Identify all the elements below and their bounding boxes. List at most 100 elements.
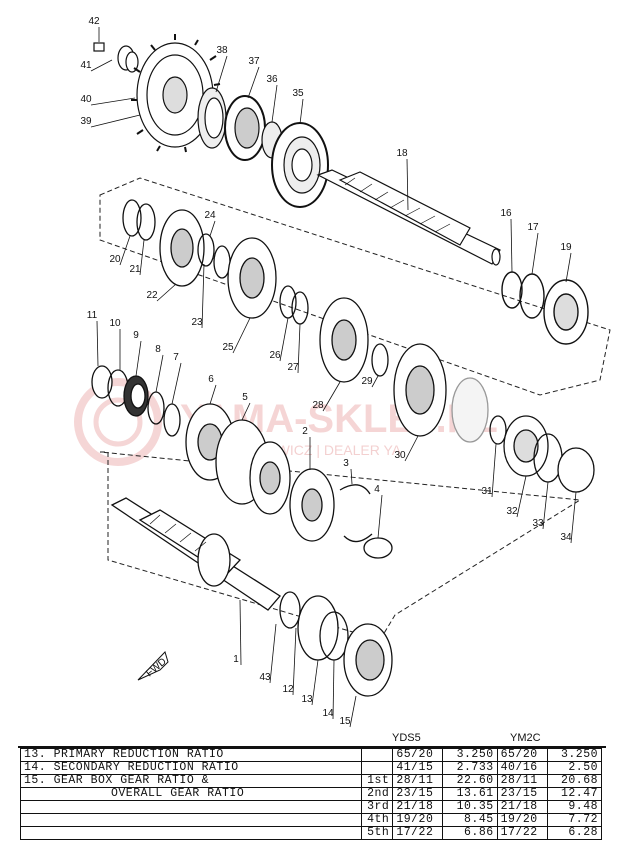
part-number-label: 5 bbox=[242, 392, 248, 403]
ym2c-ratio-value: 12.47 bbox=[546, 787, 603, 801]
part-number-label: 36 bbox=[266, 74, 278, 85]
leader-line bbox=[292, 627, 297, 696]
part-number-label: 35 bbox=[292, 88, 304, 99]
ydS5-teeth-ratio: 17/22 bbox=[392, 826, 444, 840]
part-number-labels: 4241403938373635181617192021222423252627… bbox=[80, 16, 572, 727]
part-number-label: 14 bbox=[322, 708, 334, 719]
part-number-label: 13 bbox=[301, 694, 313, 705]
leader-line bbox=[297, 323, 301, 374]
sprocket-assembly bbox=[93, 34, 329, 208]
leader-line bbox=[215, 55, 228, 93]
part-number-label: 1 bbox=[233, 654, 239, 665]
part-number-label: 27 bbox=[287, 362, 299, 373]
part-number-label: 3 bbox=[343, 458, 349, 469]
leader-line bbox=[565, 252, 572, 283]
leader-line bbox=[531, 232, 539, 275]
part-number-label: 20 bbox=[109, 254, 121, 265]
part-number-label: 39 bbox=[80, 116, 92, 127]
part-number-label: 38 bbox=[216, 45, 228, 56]
part-number-label: 37 bbox=[248, 56, 260, 67]
leader-line bbox=[171, 362, 182, 405]
part-number-label: 11 bbox=[87, 310, 98, 321]
ydS5-ratio-value: 8.45 bbox=[442, 813, 498, 827]
leader-line bbox=[209, 384, 217, 405]
part-number-label: 29 bbox=[361, 376, 373, 387]
ydS5-teeth-ratio: 21/18 bbox=[392, 800, 444, 814]
part-number-label: 16 bbox=[500, 208, 512, 219]
leader-line bbox=[90, 97, 136, 106]
part-number-label: 7 bbox=[173, 352, 179, 363]
row-description bbox=[20, 800, 362, 814]
ydS5-ratio-value: 6.86 bbox=[442, 826, 498, 840]
part-number-label: 6 bbox=[208, 374, 214, 385]
drive-sprocket bbox=[131, 34, 221, 153]
leader-line bbox=[279, 317, 289, 362]
leader-line bbox=[510, 218, 513, 273]
leader-line bbox=[404, 435, 419, 462]
ydS5-teeth-ratio: 41/15 bbox=[392, 761, 444, 775]
leader-line bbox=[90, 59, 113, 72]
leader-line bbox=[570, 491, 577, 544]
group-outlines bbox=[99, 177, 611, 641]
row-description bbox=[20, 826, 362, 840]
ym2c-ratio-value: 7.72 bbox=[546, 813, 603, 827]
ym2c-teeth-ratio: 65/20 bbox=[496, 748, 548, 762]
leader-line bbox=[119, 235, 131, 266]
part-number-label: 26 bbox=[269, 350, 281, 361]
leader-line bbox=[377, 494, 383, 539]
main-axle-gears bbox=[91, 365, 335, 542]
leader-line bbox=[299, 98, 304, 125]
leader-line bbox=[139, 239, 145, 276]
leader-line bbox=[201, 263, 205, 329]
exploded-transmission-diagram: YAMA-SKLEP.PL MICHOWICZ | DEALER YA bbox=[74, 16, 611, 728]
ydS5-ratio-value: 2.733 bbox=[442, 761, 498, 775]
part-number-label: 15 bbox=[339, 716, 351, 727]
ym2c-teeth-ratio: 21/18 bbox=[496, 800, 548, 814]
nut-part-42 bbox=[93, 42, 105, 52]
leader-line bbox=[239, 599, 242, 666]
part-number-label: 9 bbox=[133, 330, 139, 341]
leader-line bbox=[406, 158, 409, 211]
main-axle-end-parts bbox=[489, 415, 595, 493]
table-top-border bbox=[18, 746, 606, 748]
row-description: 13. PRIMARY REDUCTION RATIO bbox=[20, 748, 362, 762]
ym2c-ratio-value: 9.48 bbox=[546, 800, 603, 814]
row-gear-position: 3rd bbox=[360, 800, 394, 814]
circlips bbox=[339, 484, 393, 559]
ydS5-teeth-ratio: 19/20 bbox=[392, 813, 444, 827]
main-axle bbox=[110, 497, 281, 611]
part-number-label: 21 bbox=[129, 264, 141, 275]
ym2c-ratio-value: 6.28 bbox=[546, 826, 603, 840]
leader-line bbox=[90, 114, 141, 128]
row-gear-position: 1st bbox=[360, 774, 394, 788]
leader-line bbox=[542, 481, 549, 530]
leader-line bbox=[247, 66, 260, 99]
part-number-label: 8 bbox=[155, 344, 161, 355]
fwd-arrow-icon: FWD bbox=[137, 651, 169, 681]
leader-line bbox=[209, 220, 216, 237]
row-gear-position: 4th bbox=[360, 813, 394, 827]
part-number-label: 34 bbox=[560, 532, 572, 543]
leader-line bbox=[156, 283, 177, 302]
part-number-label: 17 bbox=[527, 222, 539, 233]
ydS5-ratio-value: 22.60 bbox=[442, 774, 498, 788]
ym2c-teeth-ratio: 23/15 bbox=[496, 787, 548, 801]
part-number-label: 10 bbox=[109, 318, 121, 329]
leader-line bbox=[491, 443, 497, 498]
leader-line bbox=[241, 402, 251, 421]
part-number-label: 18 bbox=[396, 148, 408, 159]
ym2c-teeth-ratio: 19/20 bbox=[496, 813, 548, 827]
leader-line bbox=[232, 317, 251, 354]
leader-line bbox=[271, 84, 278, 123]
part-number-label: 28 bbox=[312, 400, 324, 411]
ydS5-teeth-ratio: 65/20 bbox=[392, 748, 444, 762]
ym2c-ratio-value: 2.50 bbox=[546, 761, 603, 775]
ydS5-ratio-value: 10.35 bbox=[442, 800, 498, 814]
row-gear-position: 5th bbox=[360, 826, 394, 840]
